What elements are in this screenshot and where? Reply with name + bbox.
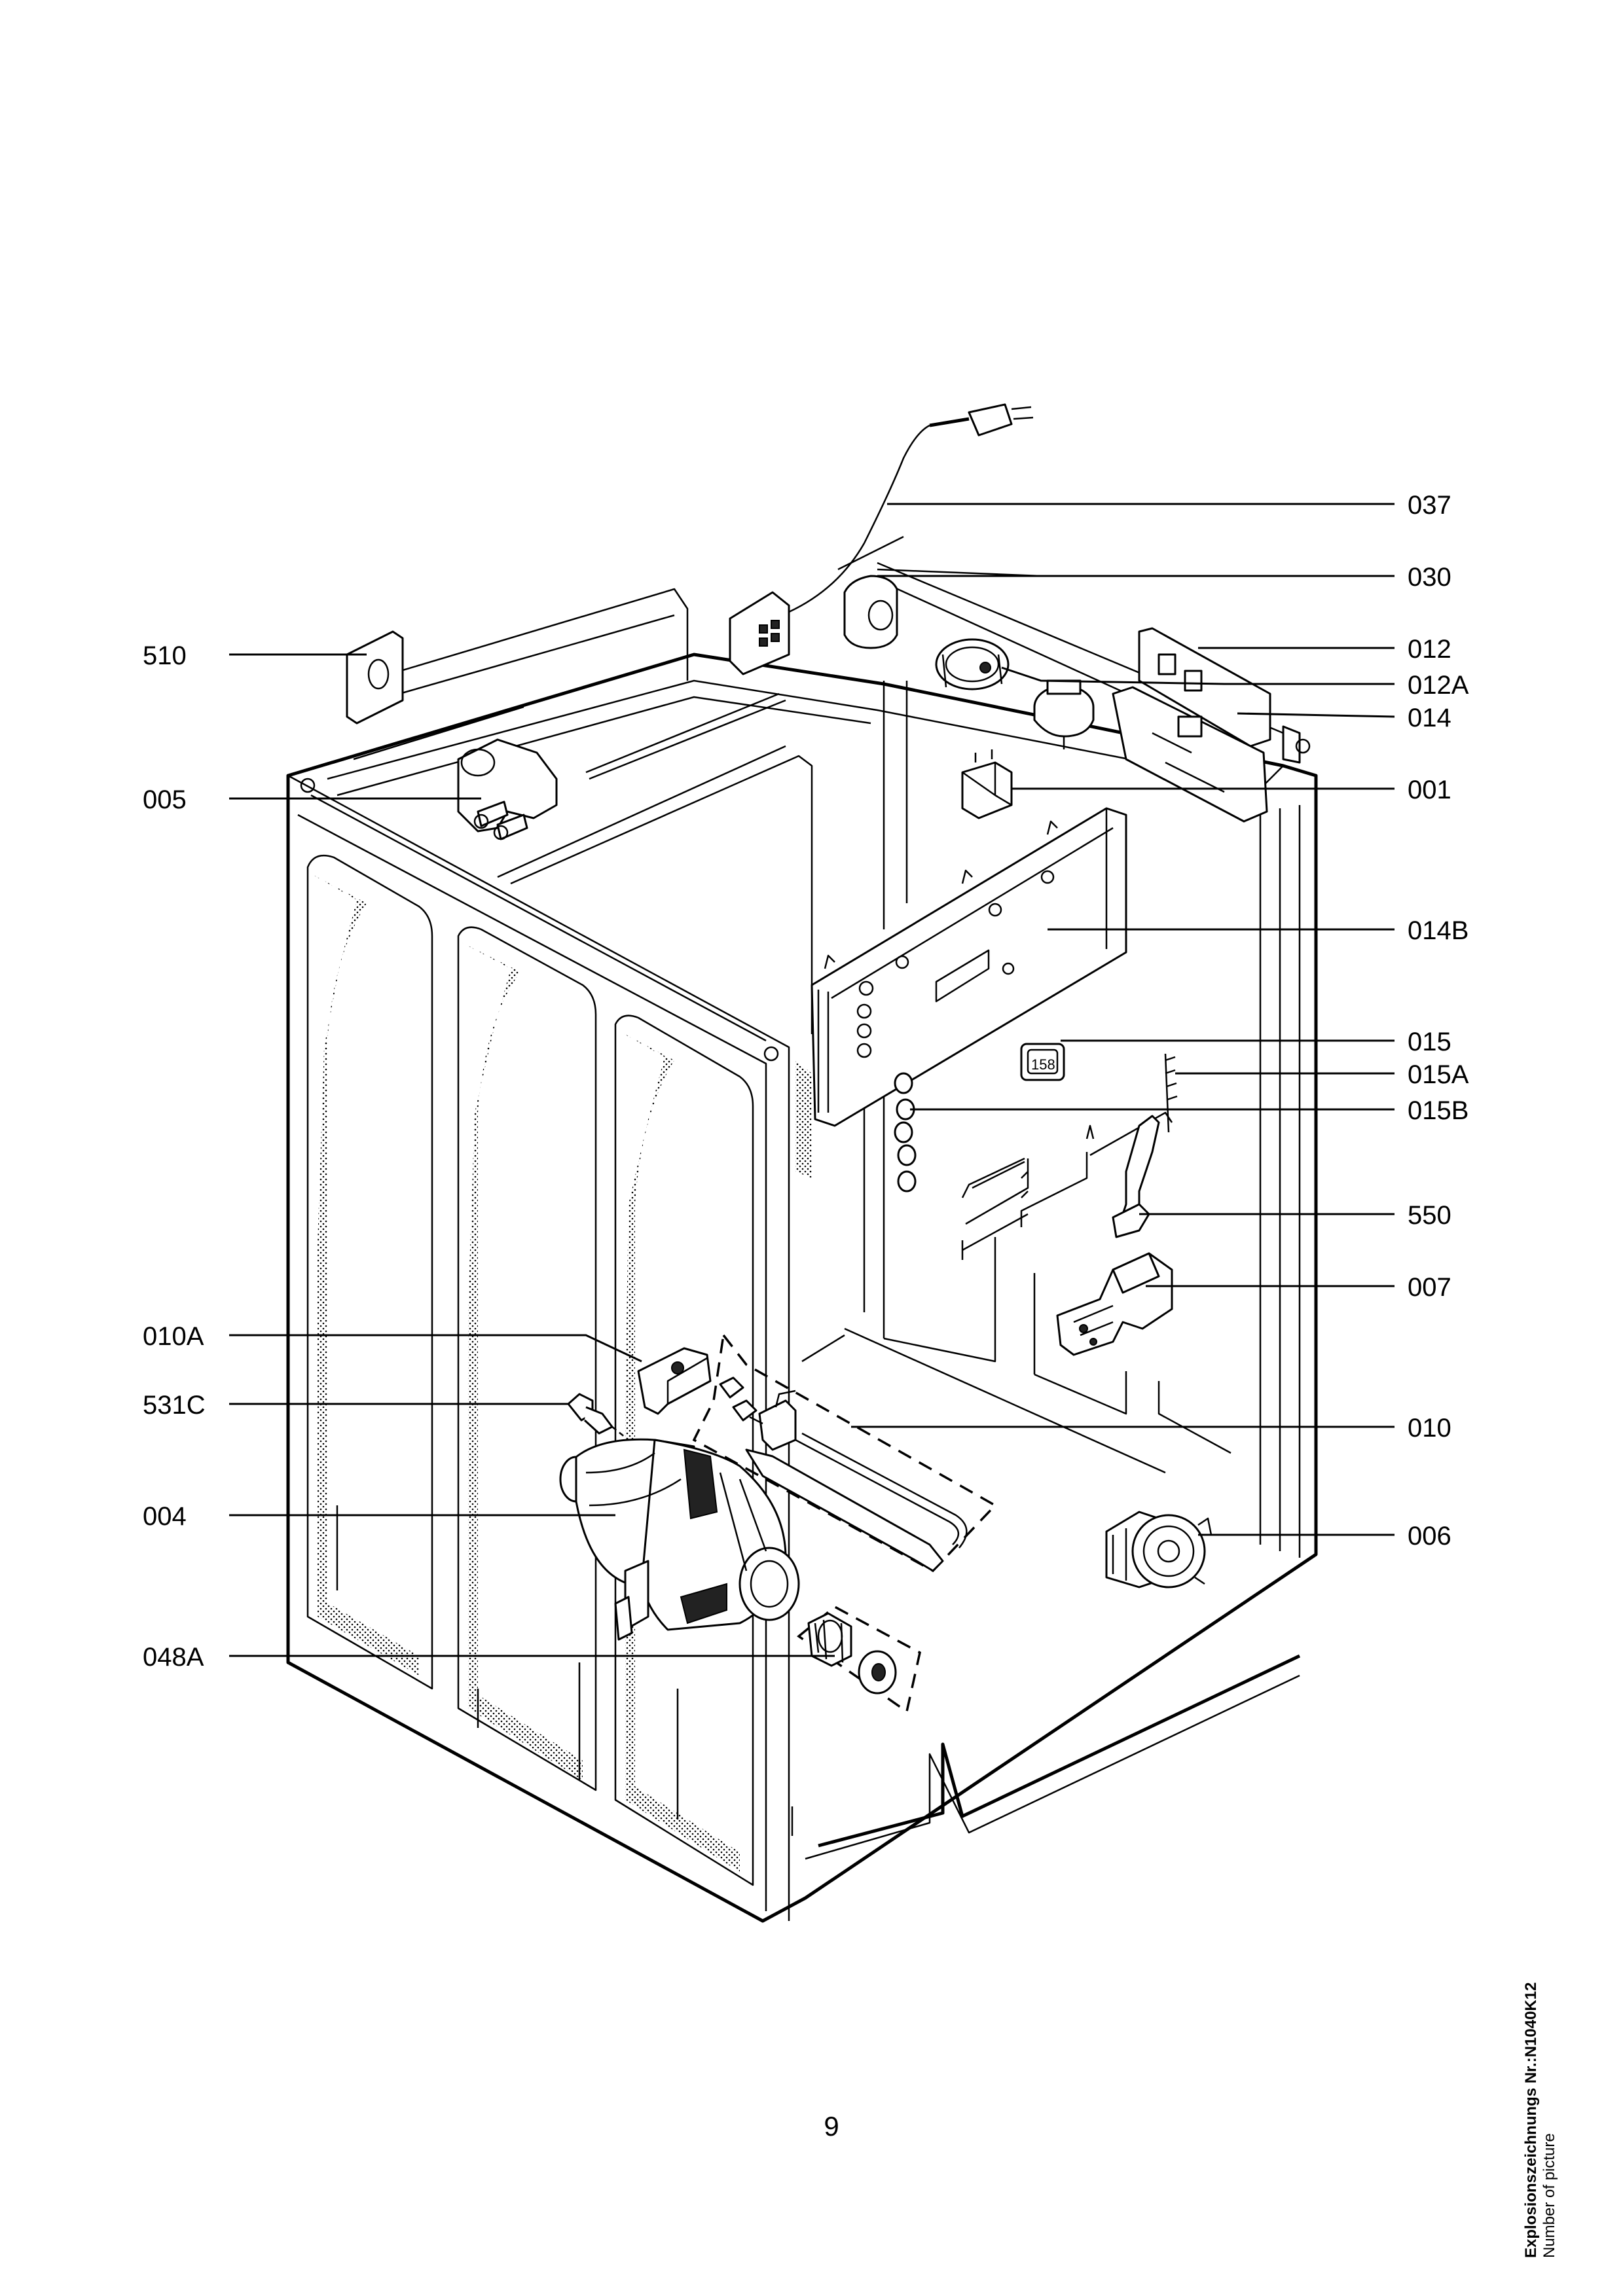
label-510: 510 <box>143 641 187 670</box>
part-048A-bearing-set <box>797 1605 921 1713</box>
picture-number-note: Explosionszeichnungs Nr.:N1040K12 Number… <box>1522 1982 1559 2258</box>
leader-014 <box>1237 712 1395 718</box>
part-010-heating-element <box>692 1332 997 1573</box>
part-010A-bracket <box>637 1347 712 1415</box>
label-012: 012 <box>1408 635 1451 664</box>
part-015B-led-lenses <box>894 1072 917 1193</box>
part-015A-springs <box>961 1053 1178 1260</box>
label-014B: 014B <box>1408 916 1468 945</box>
label-005: 005 <box>143 785 187 814</box>
part-labels: 037 030 012 012A 014 001 014B 015 015A 0… <box>143 491 1469 1672</box>
part-037-mains-cable <box>788 403 1034 613</box>
label-014: 014 <box>1408 704 1451 732</box>
label-010: 010 <box>1408 1414 1451 1443</box>
part-550-lever <box>1112 1115 1160 1238</box>
part-531C-screw <box>567 1393 629 1441</box>
label-015B: 015B <box>1408 1096 1468 1125</box>
part-004-motor <box>559 1438 800 1641</box>
label-550: 550 <box>1408 1201 1451 1230</box>
part-510-cap <box>346 630 404 725</box>
label-030: 030 <box>1408 563 1451 592</box>
part-014-control-module <box>1112 627 1311 823</box>
part-030-terminal-block <box>729 568 1042 675</box>
part-012-program-selector <box>935 638 1010 691</box>
part-001-filter <box>961 749 1013 819</box>
page-number: 9 <box>824 2111 839 2142</box>
label-012A: 012A <box>1408 671 1469 700</box>
leader-012A <box>1001 666 1395 685</box>
label-037: 037 <box>1408 491 1451 520</box>
label-048A: 048A <box>143 1643 204 1672</box>
part-015-display: 158 <box>1020 1043 1065 1081</box>
label-531C: 531C <box>143 1391 206 1420</box>
part-012A-pressure-switch <box>1033 679 1095 749</box>
part-006-drain-pump <box>1105 1511 1213 1588</box>
picture-number-subtitle: Number of picture <box>1541 2133 1558 2258</box>
label-007: 007 <box>1408 1273 1451 1302</box>
display-digits: 158 <box>1031 1056 1055 1073</box>
label-015: 015 <box>1408 1028 1451 1056</box>
part-014B-control-panel <box>811 807 1127 1127</box>
label-006: 006 <box>1408 1522 1451 1551</box>
label-010A: 010A <box>143 1322 204 1351</box>
part-007-door-lock <box>1056 1252 1173 1356</box>
leader-010A <box>229 1334 642 1363</box>
label-004: 004 <box>143 1502 187 1531</box>
leader-lines <box>229 503 1395 1657</box>
label-001: 001 <box>1408 776 1451 804</box>
part-005-inlet-valve <box>457 738 558 840</box>
picture-number-title: Explosionszeichnungs Nr.:N1040K12 <box>1522 1982 1540 2258</box>
label-015A: 015A <box>1408 1060 1469 1089</box>
